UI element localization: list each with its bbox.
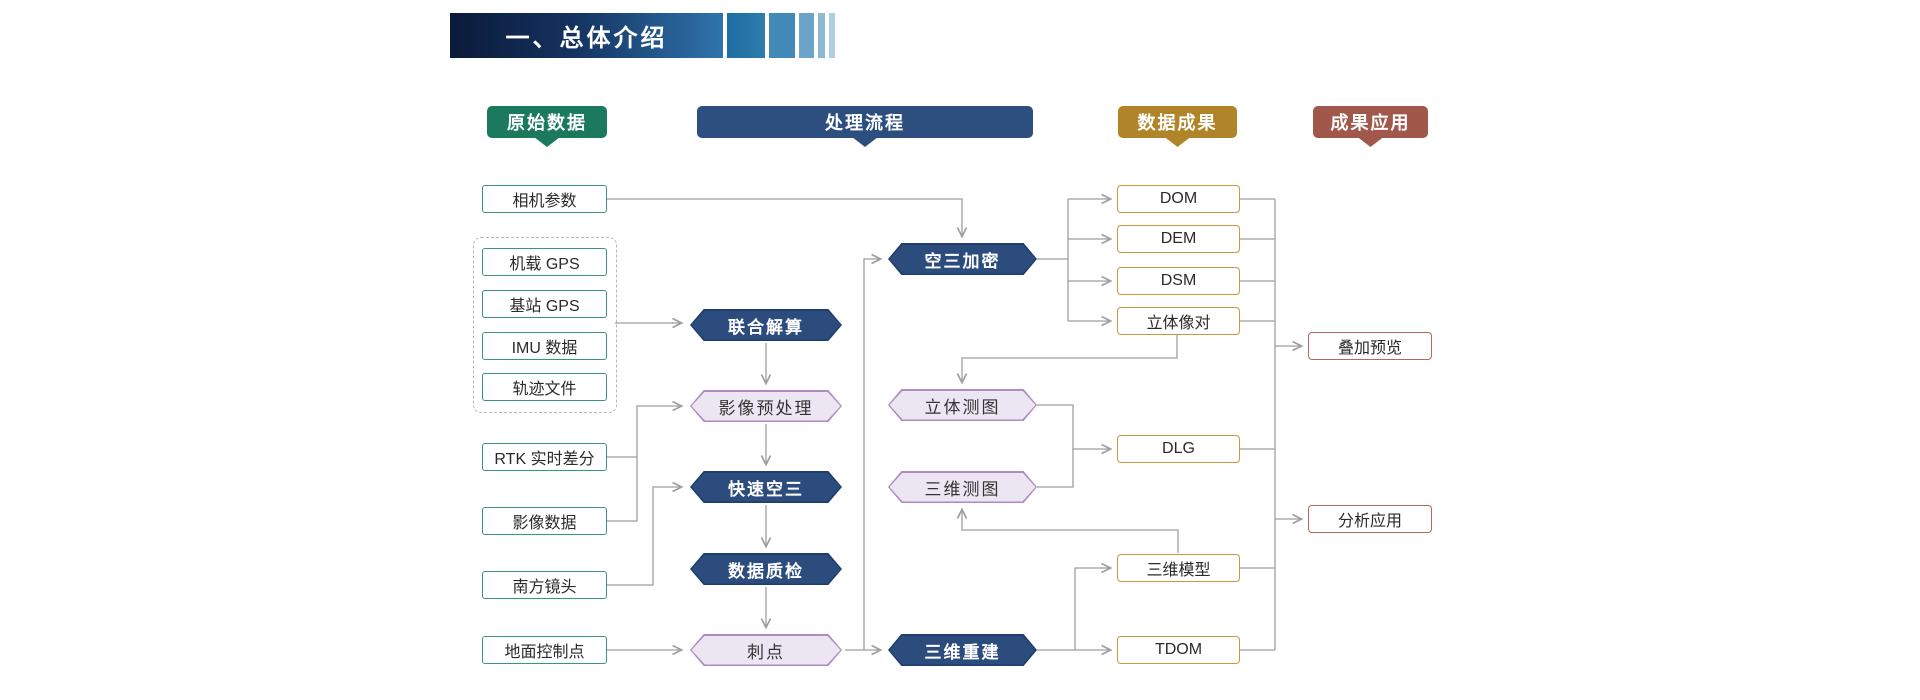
node-3d-model: 三维模型 [1117, 554, 1240, 582]
column-header-apps: 成果应用 [1313, 106, 1428, 138]
hex-quality-check: 数据质检 [690, 553, 842, 585]
column-header-results: 数据成果 [1118, 106, 1237, 138]
hex-joint-solve: 联合解算 [690, 309, 842, 341]
node-dlg: DLG [1117, 435, 1240, 463]
node-dsm: DSM [1117, 267, 1240, 295]
banner-stripe [799, 13, 814, 58]
node-south-lens: 南方镜头 [482, 571, 607, 599]
node-ground-control-point: 地面控制点 [482, 636, 607, 664]
banner-stripe [727, 13, 765, 58]
node-analysis-application: 分析应用 [1308, 505, 1432, 533]
node-overlay-preview: 叠加预览 [1308, 332, 1432, 360]
node-rtk: RTK 实时差分 [482, 443, 607, 471]
node-tdom: TDOM [1117, 636, 1240, 664]
banner-stripe [769, 13, 795, 58]
column-header-process: 处理流程 [697, 106, 1033, 138]
banner-stripe [829, 13, 835, 58]
node-dem: DEM [1117, 225, 1240, 253]
node-dom: DOM [1117, 185, 1240, 213]
node-stereo-pair: 立体像对 [1117, 307, 1240, 335]
hex-triangulation-densify: 空三加密 [888, 243, 1037, 275]
column-header-raw-data: 原始数据 [487, 106, 607, 138]
hex-3d-mapping: 三维测图 [888, 471, 1037, 503]
node-base-gps: 基站 GPS [482, 290, 607, 318]
node-track-file: 轨迹文件 [482, 373, 607, 401]
banner-stripe [818, 13, 825, 58]
hex-prick-point: 刺点 [690, 634, 842, 666]
node-camera-params: 相机参数 [482, 185, 607, 213]
node-imu-data: IMU 数据 [482, 332, 607, 360]
node-airborne-gps: 机载 GPS [482, 248, 607, 276]
hex-stereo-mapping: 立体测图 [888, 389, 1037, 421]
hex-fast-triangulation: 快速空三 [690, 471, 842, 503]
gps-group-frame [473, 237, 617, 413]
page-title: 一、总体介绍 [505, 25, 668, 52]
hex-3d-reconstruction: 三维重建 [888, 634, 1037, 666]
node-imagery: 影像数据 [482, 507, 607, 535]
title-banner: 一、总体介绍 [450, 13, 723, 58]
hex-image-preprocess: 影像预处理 [690, 390, 842, 422]
